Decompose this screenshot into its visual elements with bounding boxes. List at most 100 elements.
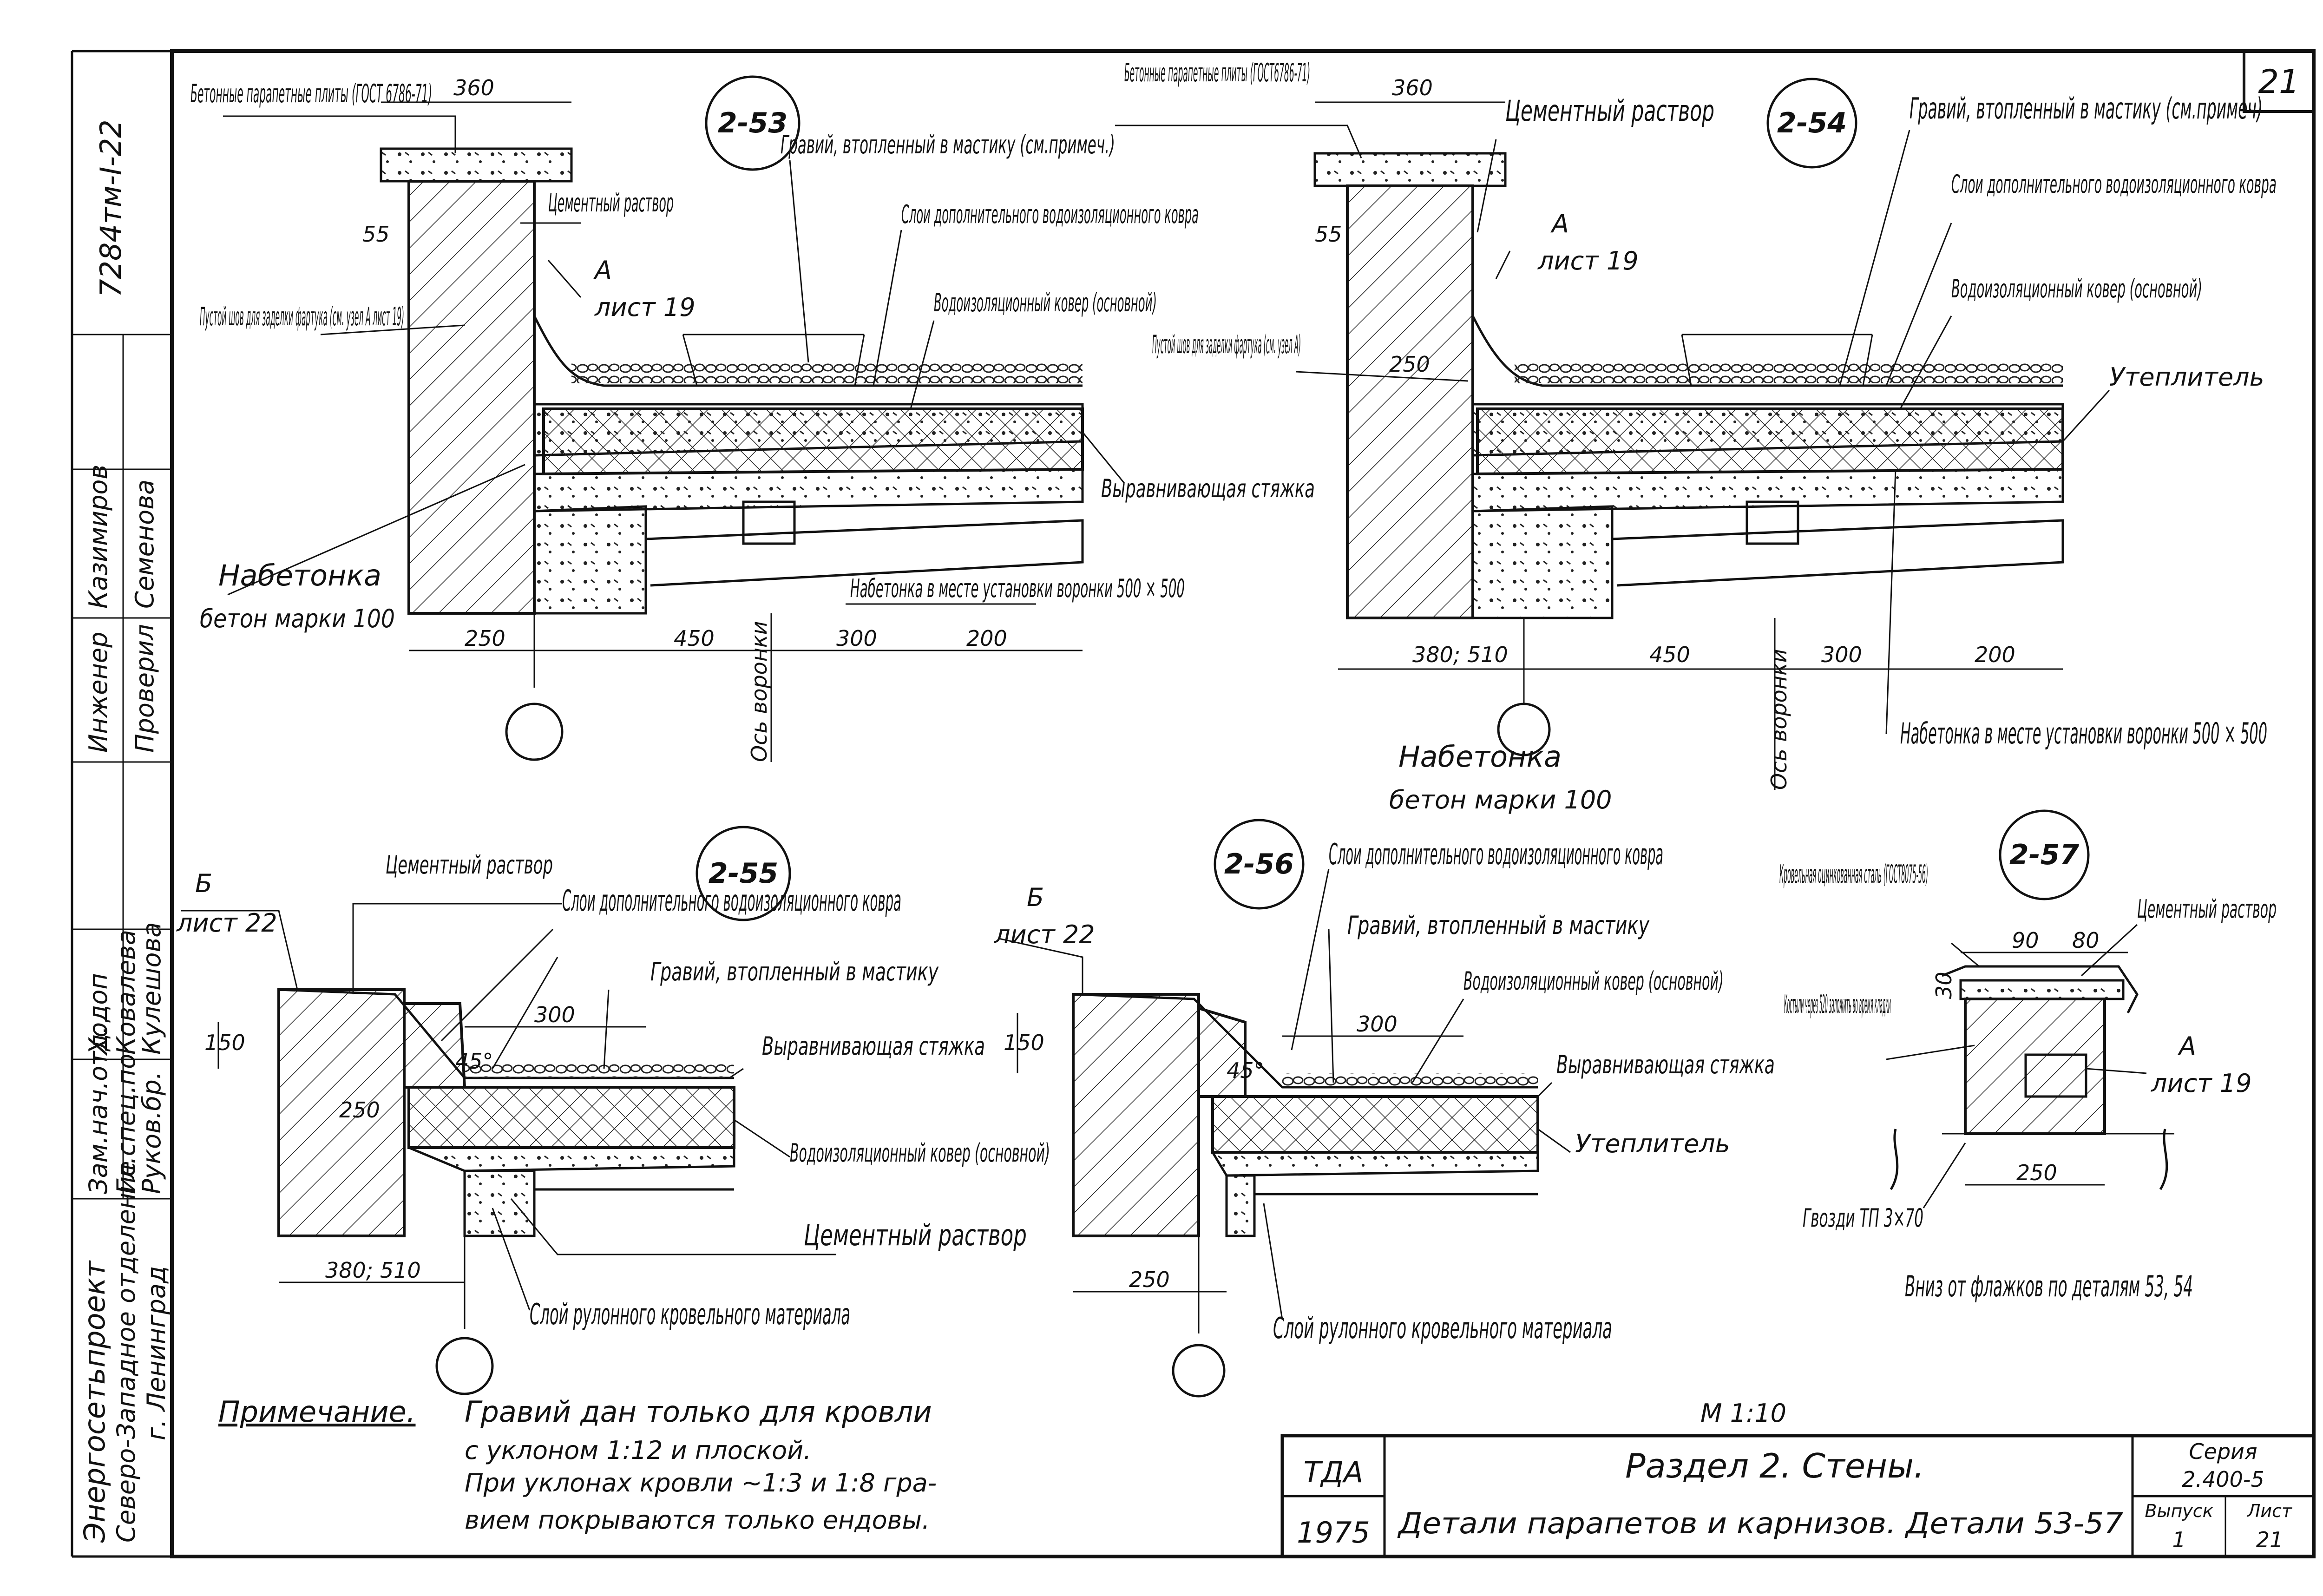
lbl-ref-b-sheet-c: лист 22 xyxy=(176,908,277,938)
lbl-funnel-axis-a: Ось воронки xyxy=(747,621,772,762)
lbl-ref-a-sheet-e: лист 19 xyxy=(2151,1069,2252,1098)
tb-issue-value: 1 xyxy=(2172,1527,2185,1552)
parapet-slab xyxy=(380,147,573,183)
dim-380-510-b: 380; 510 xyxy=(1412,642,1508,667)
lbl-gravel-b: Гравий, втопленный в мастику (см.примеч) xyxy=(1910,92,2263,125)
detail-id-2-57: 2-57 xyxy=(2009,839,2079,871)
dim-380-510-c: 380; 510 xyxy=(325,1258,421,1283)
dim-360-a: 360 xyxy=(453,75,494,100)
detail-2-53: 2-53 360 55 250 450 300 200 xyxy=(190,75,1315,762)
dim-90-e: 90 xyxy=(2012,928,2039,953)
lbl-ref-a-b: А xyxy=(1550,209,1569,238)
lbl-concrete-grade-b: бетон марки 100 xyxy=(1389,785,1612,814)
detail-marker-2-57 xyxy=(1999,809,2090,900)
tb-sheet-value: 21 xyxy=(2256,1527,2284,1552)
lbl-ref-a-a: А xyxy=(593,256,612,285)
lbl-leveling-d: Выравнивающая стяжка xyxy=(1556,1050,1775,1079)
tb-series-value: 2.400-5 xyxy=(2182,1467,2264,1492)
lbl-insulation-b: Утеплитель xyxy=(2109,362,2264,392)
detail-marker-2-53 xyxy=(705,75,801,171)
dim-250-e: 250 xyxy=(2016,1160,2057,1185)
lbl-parapet-slabs-b: Бетонные парапетные плиты (ГОСТ6786-71) xyxy=(1124,58,1310,87)
dim-55-a: 55 xyxy=(362,222,390,247)
lbl-concrete-fill-b: Набетонка xyxy=(1398,740,1562,774)
side-code: 7284тм-I-22 xyxy=(94,119,128,297)
side-role-7: Кулешова xyxy=(137,922,166,1055)
tb-year: 1975 xyxy=(1297,1516,1370,1550)
lbl-extra-layers-b: Слои дополнительного водоизоляционного к… xyxy=(1951,170,2277,199)
lbl-main-carpet-a: Водоизоляционный ковер (основной) xyxy=(934,288,1157,317)
side-role-1: Инженер xyxy=(84,632,113,753)
lbl-gravel-c: Гравий, втопленный в мастику xyxy=(650,957,939,986)
lbl-cement-mortar-2-c: Цементный раствор xyxy=(804,1218,1027,1252)
side-role-9: Гл.спец.по xyxy=(112,1054,141,1194)
dim-45-d: 45° xyxy=(1227,1058,1265,1083)
lbl-extra-layers-c: Слои дополнительного водоизоляционного к… xyxy=(562,884,901,918)
detail-2-55: 2-55 150 300 45° 250 380; 510 Б лист 22 … xyxy=(176,826,1050,1395)
dim-450-b: 450 xyxy=(1649,642,1690,667)
dim-360-b: 360 xyxy=(1392,75,1433,100)
note-line-1: Гравий дан только для кровли xyxy=(465,1395,932,1429)
lbl-nails-e: Гвозди ТП 3×70 xyxy=(1803,1203,1923,1233)
dim-150-d: 150 xyxy=(1004,1030,1044,1055)
lbl-concrete-fill-a: Набетонка xyxy=(218,558,381,592)
sheet-frame xyxy=(170,49,2316,1558)
detail-2-54: 2-54 360 55 250 380; 510 450 300 200 xyxy=(1115,58,2277,814)
insulation-layer xyxy=(542,407,1084,476)
dim-55-b: 55 xyxy=(1315,222,1342,247)
lbl-steel-e: Кровельная оцинкованная сталь (ГОСТ8075-… xyxy=(1779,860,1928,889)
tb-issue-label: Выпуск xyxy=(2145,1501,2213,1521)
lbl-main-carpet-d: Водоизоляционный ковер (основной) xyxy=(1463,966,1724,996)
wall-section xyxy=(407,180,536,615)
lbl-cement-mortar-c: Цементный раствор xyxy=(386,850,553,880)
lbl-roll-layer-c: Слой рулонного кровельного материала xyxy=(530,1297,850,1331)
lbl-drips-e: Вниз от флажков по деталям 53, 54 xyxy=(1905,1269,2193,1303)
dim-300-a: 300 xyxy=(836,626,877,651)
lbl-cement-mortar-a: Цементный раствор xyxy=(548,188,674,217)
tb-description: Детали парапетов и карнизов. Детали 53-5… xyxy=(1397,1506,2123,1540)
detail-marker-2-54 xyxy=(1766,78,1857,169)
dim-200-a: 200 xyxy=(966,626,1007,651)
lbl-roll-layer-d: Слой рулонного кровельного материала xyxy=(1273,1311,1612,1345)
note-line-3: При уклонах кровли ~1:3 и 1:8 гра- xyxy=(465,1468,937,1497)
detail-2-57: 2-57 90 80 30 250 Кровельная оцинкованна… xyxy=(1779,809,2277,1303)
side-role-8: Зам.нач.отд. xyxy=(84,1026,113,1194)
page-number-box xyxy=(2243,50,2315,113)
dim-45-c: 45° xyxy=(455,1049,493,1074)
lbl-cement-mortar-b: Цементный раствор xyxy=(1505,94,1714,128)
detail-id-2-56: 2-56 xyxy=(1224,848,1294,880)
org-name: Энергосетьпроект xyxy=(78,1260,112,1543)
dim-250-b: 250 xyxy=(1389,352,1430,377)
dim-450-a: 450 xyxy=(674,626,715,651)
side-role-4: Семенова xyxy=(130,479,159,609)
lbl-extra-layers-d: Слои дополнительного водоизоляционного к… xyxy=(1329,837,1663,871)
lbl-ref-b-d: Б xyxy=(1027,883,1044,912)
detail-marker-2-55 xyxy=(696,826,791,921)
page-number: 21 xyxy=(2258,63,2299,101)
lbl-insulation-d: Утеплитель xyxy=(1575,1129,1730,1158)
lbl-gravel-a: Гравий, втопленный в мастику (см.примеч.… xyxy=(781,130,1115,159)
tb-sheet-label: Лист xyxy=(2246,1501,2293,1521)
lbl-main-carpet-c: Водоизоляционный ковер (основной) xyxy=(790,1138,1050,1168)
lbl-cement-mortar-e: Цементный раствор xyxy=(2137,894,2277,924)
dim-250-c: 250 xyxy=(339,1097,380,1123)
lbl-leveling-a: Выравнивающая стяжка xyxy=(1101,474,1315,503)
lbl-gravel-d: Гравий, втопленный в мастику xyxy=(1347,911,1650,940)
lbl-ref-b-sheet-d: лист 22 xyxy=(994,920,1095,949)
dim-80-e: 80 xyxy=(2072,928,2100,953)
lbl-leveling-c: Выравнивающая стяжка xyxy=(762,1031,985,1061)
lbl-ref-a-sheet-a: лист 19 xyxy=(594,293,696,322)
detail-id-2-54: 2-54 xyxy=(1777,107,1847,139)
tb-org: ТДА xyxy=(1304,1455,1364,1489)
lbl-fill-at-funnel-b: Набетонка в месте установки воронки 500 … xyxy=(1900,716,2267,750)
org-city: г. Ленинград xyxy=(142,1266,171,1440)
lbl-extra-layers-a: Слои дополнительного водоизоляционного к… xyxy=(901,200,1199,229)
lbl-ref-b-c: Б xyxy=(195,869,212,898)
note-heading: Примечание. xyxy=(218,1395,416,1429)
dim-300-c: 300 xyxy=(534,1002,575,1027)
detail-id-2-55: 2-55 xyxy=(709,857,778,890)
lbl-ref-a-sheet-b: лист 19 xyxy=(1537,246,1639,276)
scale: М 1:10 xyxy=(1700,1399,1786,1428)
lbl-concrete-grade-a: бетон марки 100 xyxy=(200,604,395,633)
